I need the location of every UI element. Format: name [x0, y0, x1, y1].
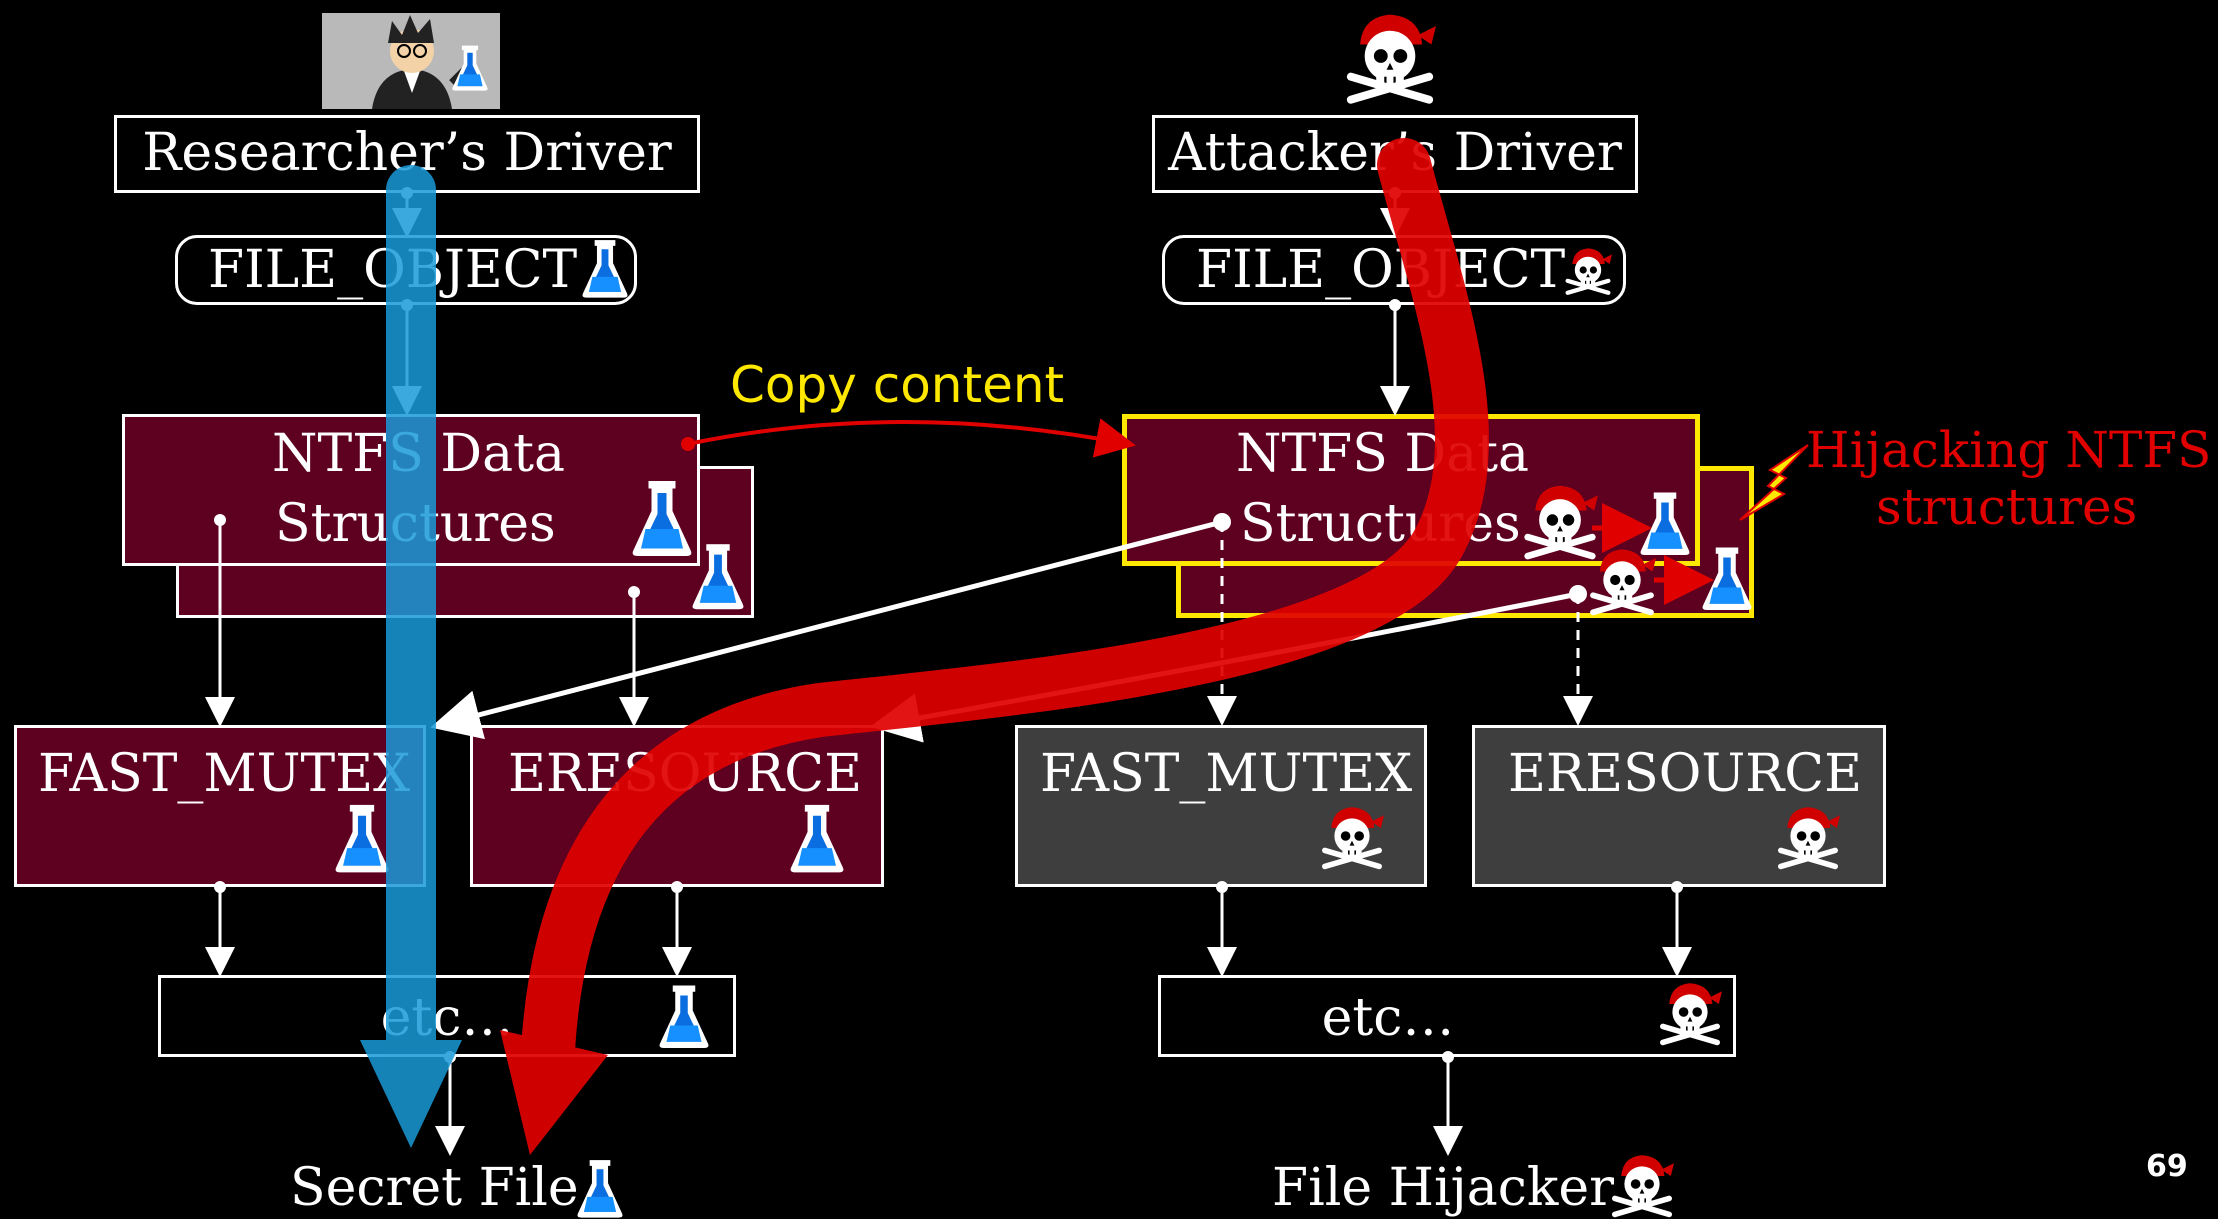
hijacking-label-2: structures	[1876, 478, 2138, 536]
flask-icon	[1640, 492, 1690, 555]
attacker-file-object-label: FILE_OBJECT	[1196, 240, 1566, 300]
attacker-flow-arrow	[500, 138, 1489, 1155]
flask-icon	[582, 240, 628, 298]
flask-icon	[335, 804, 389, 873]
copy-content-label: Copy content	[730, 356, 1065, 414]
pirate-skull-icon	[1568, 248, 1612, 292]
attacker-etc-box	[1158, 975, 1736, 1057]
attacker-fast-mutex-label: FAST_MUTEX	[1040, 744, 1413, 804]
pirate-skull-icon	[1325, 807, 1384, 866]
hijacking-label-1: Hijacking NTFS	[1806, 421, 2212, 479]
flask-icon	[632, 481, 692, 556]
slide-number: 69	[2146, 1149, 2188, 1184]
attacker-etc-label: etc…	[1321, 988, 1455, 1048]
flask-icon	[577, 1160, 623, 1218]
flask-icon	[790, 804, 844, 873]
researcher-avatar-icon	[322, 13, 500, 109]
flask-icon	[659, 985, 709, 1048]
attacker-eresource-label: ERESOURCE	[1508, 744, 1863, 804]
flask-icon	[692, 544, 744, 610]
flask-icon	[1702, 547, 1752, 610]
researcher-flow-arrow	[360, 165, 462, 1148]
researcher-fast-mutex-label: FAST_MUTEX	[38, 744, 411, 804]
pirate-skull-icon	[1615, 1155, 1674, 1214]
lightning-icon	[1739, 444, 1809, 521]
pirate-skull-icon	[1593, 549, 1656, 612]
pirate-skull-icon	[1663, 983, 1722, 1042]
pirate-skull-icon	[1781, 807, 1840, 866]
file-hijacker-label: File Hijacker	[1272, 1158, 1615, 1218]
pirate-skull-icon	[1528, 486, 1598, 556]
secret-file-label: Secret File	[290, 1158, 579, 1218]
